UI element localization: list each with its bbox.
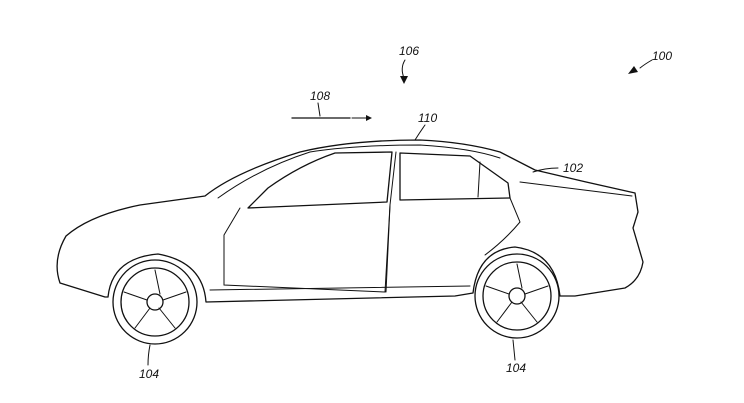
rear-door-rear-line	[484, 197, 521, 256]
arrow-106-icon	[400, 76, 408, 84]
rocker-line	[209, 285, 471, 291]
leader-104-front	[147, 344, 151, 366]
roof-line	[217, 144, 501, 199]
leader-108	[317, 102, 321, 117]
label-104-rear: 104	[506, 361, 526, 375]
car-body-outline	[56, 139, 644, 303]
rear-window	[399, 152, 511, 201]
front-window	[247, 151, 393, 209]
label-100: 100	[652, 49, 672, 63]
front-wheel	[112, 259, 198, 345]
leader-104-rear	[512, 339, 516, 361]
leader-110	[414, 124, 426, 141]
window-pillar	[477, 161, 481, 198]
leader-100	[639, 59, 653, 69]
arrow-100-icon	[628, 66, 638, 74]
label-104-front: 104	[139, 367, 159, 381]
leader-106	[401, 59, 406, 79]
rear-wheel	[474, 253, 560, 339]
rear-door-line	[385, 151, 397, 293]
front-door-line	[223, 204, 391, 293]
leader-102	[532, 167, 559, 173]
label-102: 102	[563, 161, 583, 175]
label-110: 110	[418, 111, 437, 125]
trunk-line	[519, 181, 633, 197]
airflow-arrowhead-icon	[366, 115, 372, 121]
label-106: 106	[399, 44, 419, 58]
label-108: 108	[310, 89, 330, 103]
